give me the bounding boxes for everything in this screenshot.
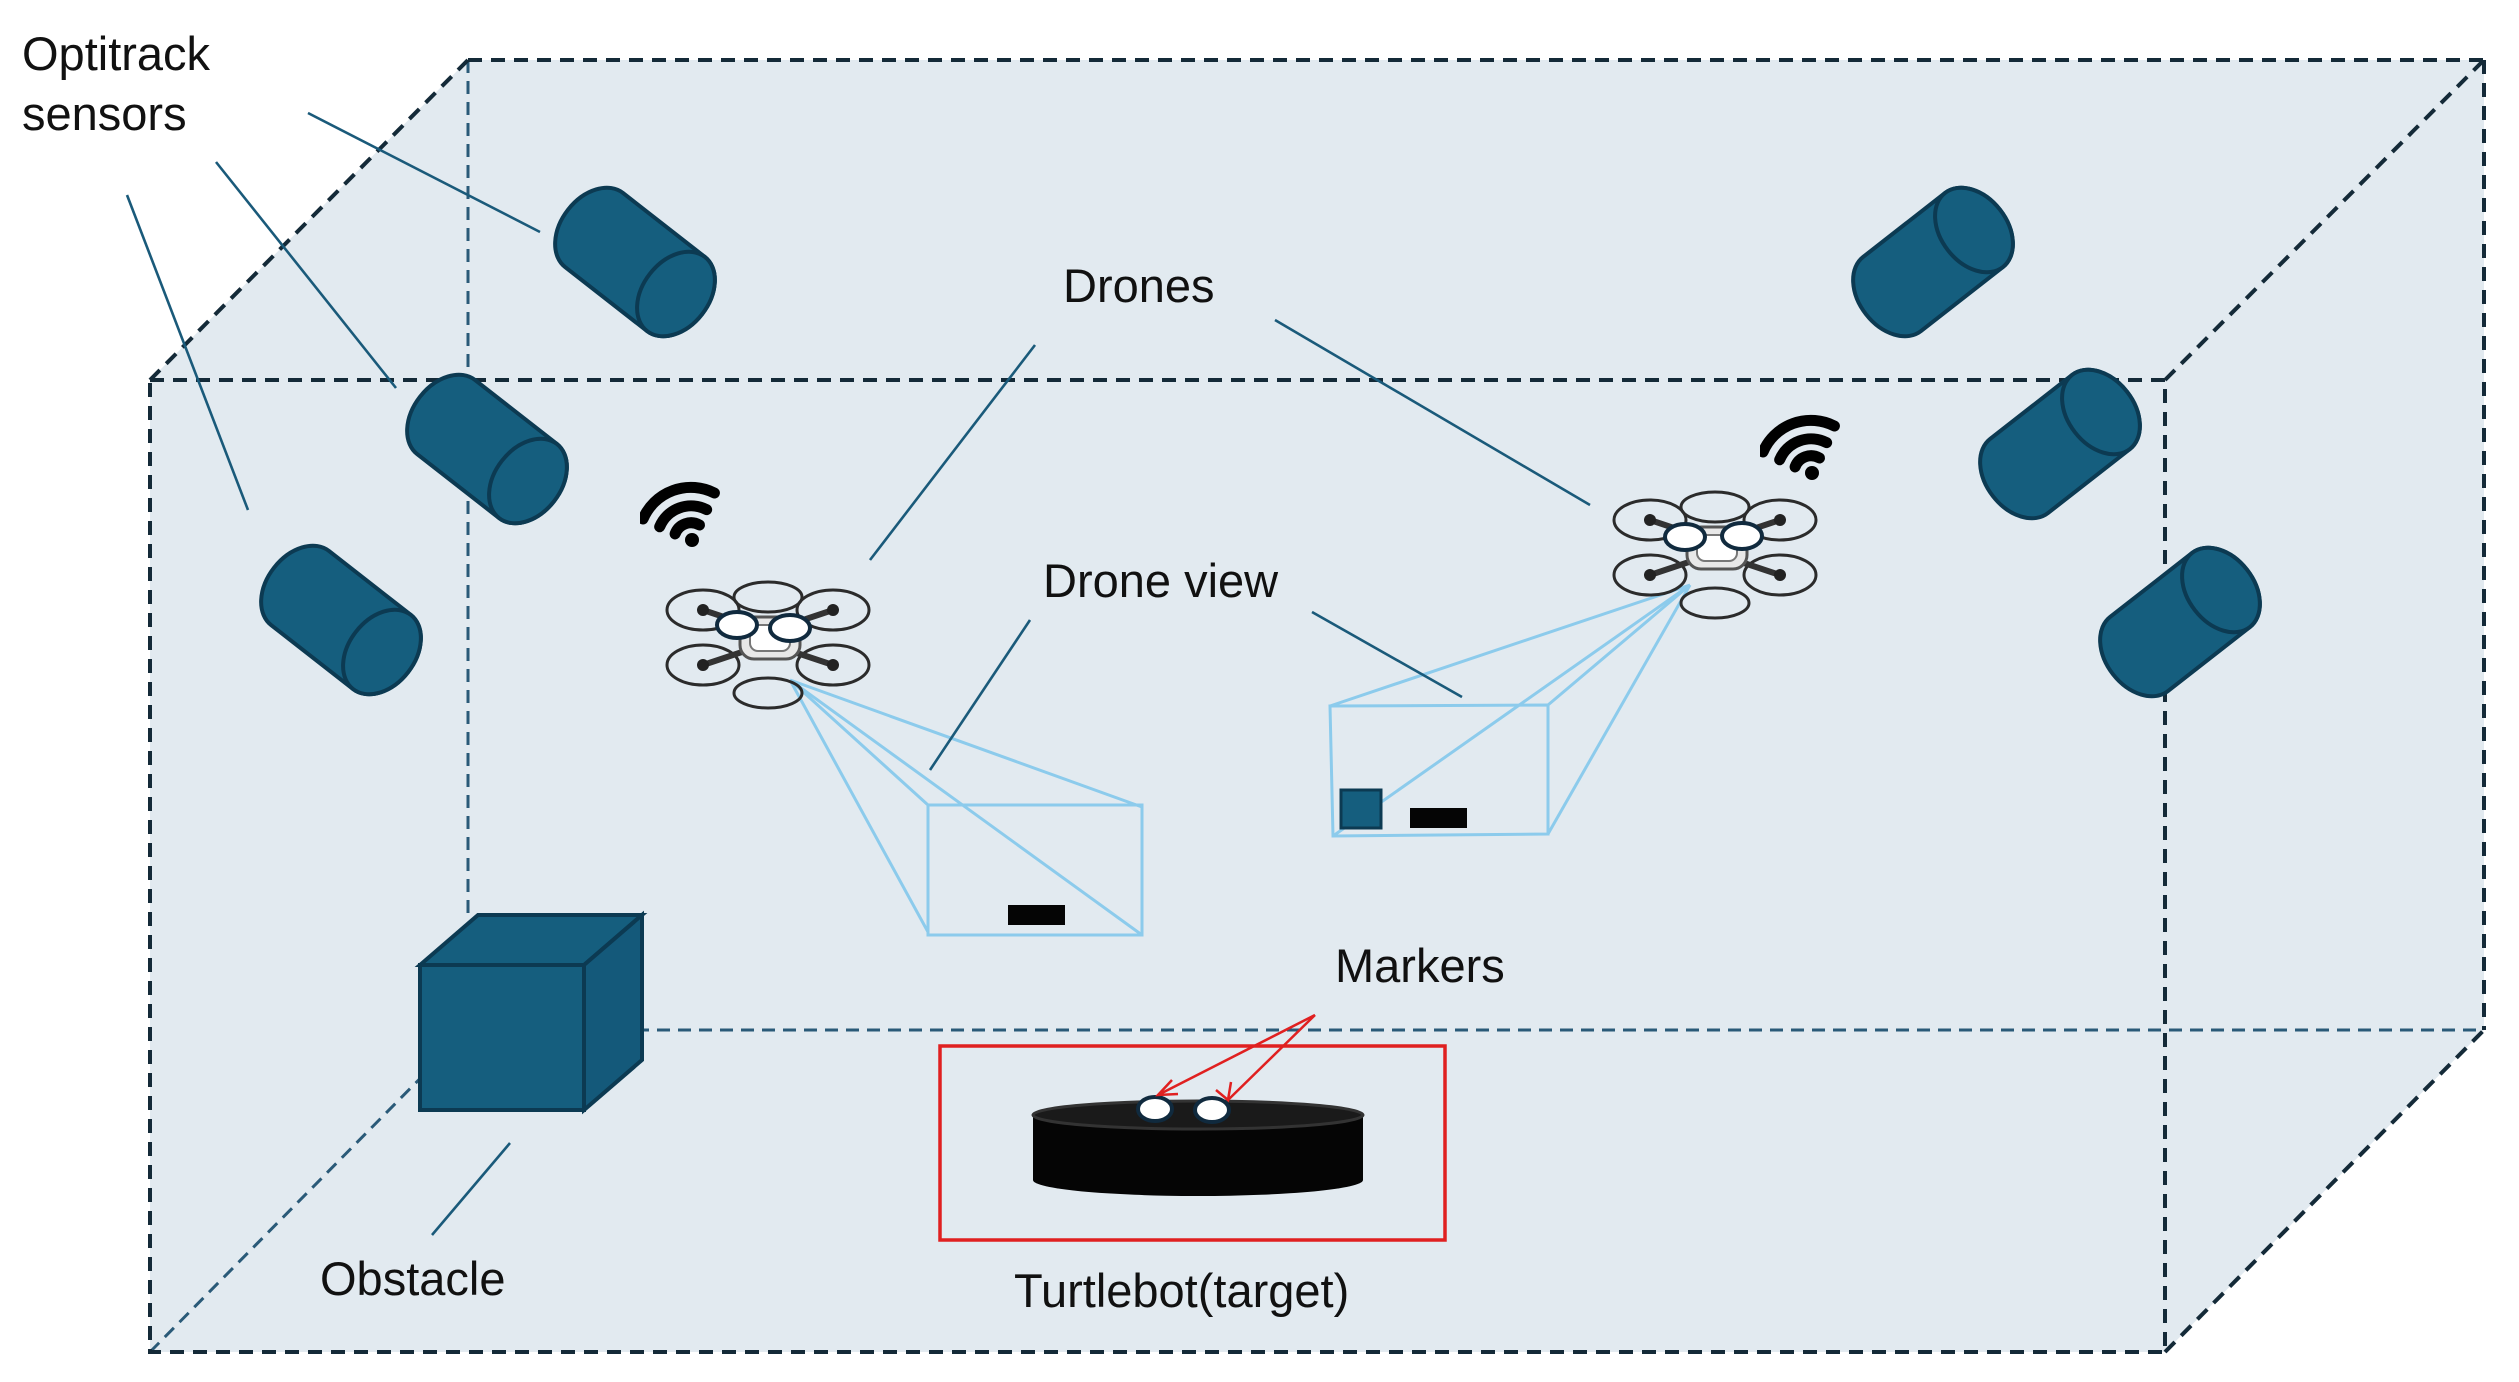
sensors-label-line2: sensors (22, 87, 187, 140)
room-box (148, 58, 2486, 1354)
marker-arrows (1154, 1013, 1316, 1103)
detected-object-marker (1008, 905, 1065, 925)
drone-view-frustum-left (788, 678, 1144, 937)
markers-label: Markers (1335, 939, 1505, 992)
detected-object-marker (1410, 808, 1467, 828)
marker-dot (1193, 1096, 1231, 1124)
sensors-label-line1: Optitrack (22, 27, 211, 80)
marker-dot (1136, 1095, 1174, 1123)
obstacle-leader-line (431, 1142, 511, 1236)
turtlebot-label: Turtlebot(target) (1014, 1264, 1349, 1317)
drone-icon (667, 582, 869, 708)
drone-icon (1614, 492, 1816, 618)
obstacle-label: Obstacle (320, 1252, 505, 1305)
obstacle-cube (414, 910, 648, 1115)
detected-obstacle-marker (1339, 788, 1383, 830)
drone-view-frustum-right (1328, 583, 1692, 838)
target-highlight-box (938, 1044, 1447, 1242)
drones-label: Drones (1063, 259, 1215, 312)
drone-view-label: Drone view (1043, 554, 1279, 607)
drone-leader-lines (868, 318, 1591, 771)
turtlebot (938, 1044, 1447, 1242)
sensor-leader-lines (125, 111, 541, 511)
